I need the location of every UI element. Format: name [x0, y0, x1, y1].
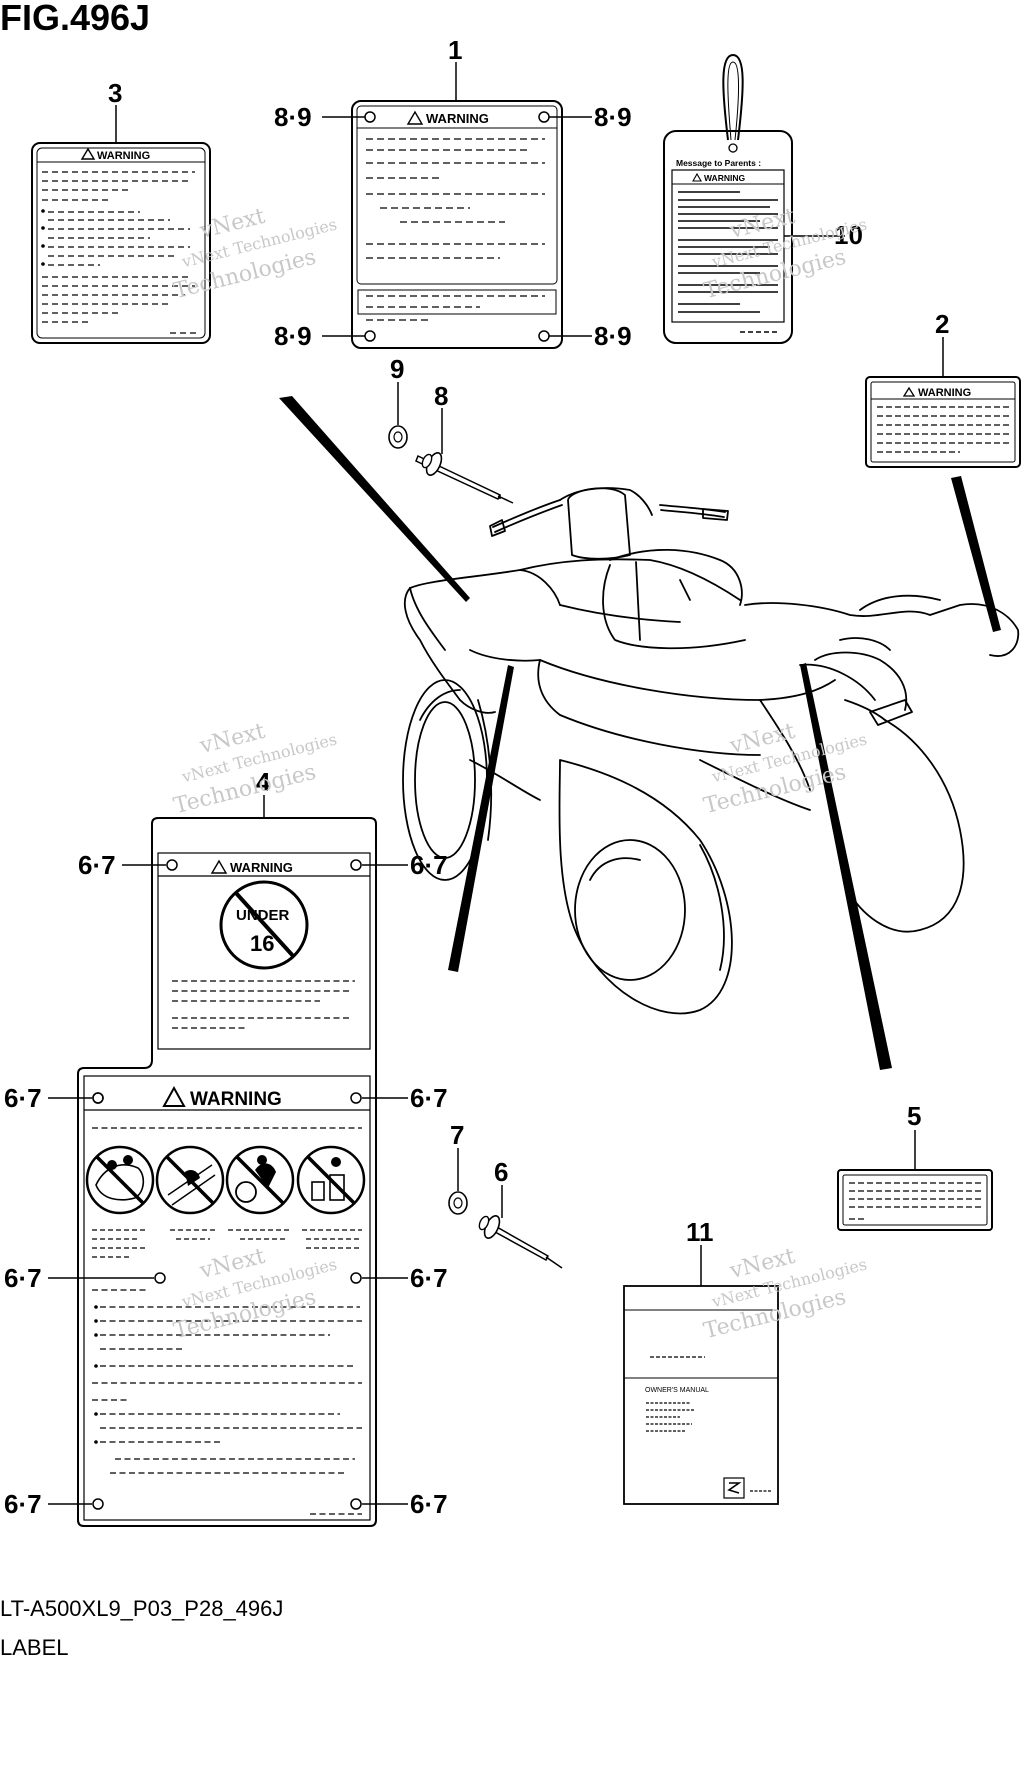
callout-5: 5 — [907, 1101, 921, 1131]
warning-triangle-icon — [692, 172, 702, 182]
callout-6-7-a: 6·7 — [78, 850, 116, 880]
leader-label-2-to-atv — [951, 476, 1001, 632]
callout-10: 10 — [834, 220, 863, 250]
owners-manual-text: OWNER'S MANUAL — [645, 1387, 709, 1394]
label-4-top-text-lines — [172, 980, 355, 1029]
callout-6-7-f: 6·7 — [410, 1263, 448, 1293]
washer-7 — [448, 1191, 468, 1215]
callout-9: 9 — [390, 354, 404, 384]
section-name: LABEL — [0, 1635, 69, 1660]
label-1-warning-panel: WARNING — [351, 100, 563, 349]
label-10-message-title: Message to Parents : — [676, 158, 761, 168]
no-underage-rider-icon — [296, 1145, 366, 1215]
label-4-main-text-lines — [92, 1289, 362, 1515]
callout-11: 11 — [686, 1217, 714, 1247]
atv-vehicle-sketch — [402, 487, 1020, 1015]
label-4-warning-text-top: WARNING — [230, 860, 293, 875]
leader-label-1-to-atv — [279, 396, 470, 602]
warning-triangle-icon — [406, 110, 424, 125]
age-text: 16 — [250, 931, 274, 956]
label-3-text-lines — [42, 171, 200, 334]
label-10-text-lines — [678, 191, 780, 333]
callout-6-7-d: 6·7 — [410, 1083, 448, 1113]
callout-8-9-tr: 8·9 — [594, 102, 632, 132]
label-5-text-lines — [849, 1182, 982, 1220]
callout-3: 3 — [108, 78, 122, 108]
label-4-warning-panel: WARNING UNDER 16 WARNING — [77, 817, 377, 1527]
no-passenger-icon — [85, 1145, 155, 1215]
label-4-warning-text-main: WARNING — [190, 1089, 282, 1110]
warning-triangle-icon — [902, 386, 916, 397]
brand-emblem-icon — [723, 1477, 745, 1499]
callout-8-9-tl: 8·9 — [274, 102, 312, 132]
watermark-4: vNext vNext Technologies Technologies — [701, 719, 869, 819]
label-1-text-lines — [366, 138, 545, 321]
callout-6-7-g: 6·7 — [4, 1489, 42, 1519]
warning-triangle-icon — [210, 859, 228, 874]
label-10-parents-tag: Message to Parents : WARNING — [663, 53, 793, 344]
callout-2: 2 — [935, 309, 949, 339]
watermark-3: vNext vNext Technologies Technologies — [171, 719, 339, 819]
label-1-warning-text: WARNING — [426, 111, 489, 126]
rivet-6 — [478, 1215, 563, 1269]
warning-triangle-icon — [80, 147, 96, 160]
rivet-8 — [415, 452, 514, 504]
callout-6-7-h: 6·7 — [410, 1489, 448, 1519]
callout-4: 4 — [256, 767, 271, 797]
leader-label-5-to-atv — [800, 663, 892, 1070]
watermark-5: vNext vNext Technologies Technologies — [171, 1244, 339, 1344]
callout-6-7-b: 6·7 — [410, 850, 448, 880]
under-text: UNDER — [236, 907, 290, 924]
callout-6-7-e: 6·7 — [4, 1263, 42, 1293]
no-underage-icon: UNDER 16 — [219, 880, 309, 970]
label-4-pictogram-captions — [92, 1229, 362, 1258]
model-code: LT-A500XL9_P03_P28_496J — [0, 1596, 283, 1621]
callout-8-9-br: 8·9 — [594, 321, 632, 351]
watermark-1: vNext vNext Technologies Technologies — [171, 204, 339, 304]
callout-6: 6 — [494, 1157, 508, 1187]
callout-8-9-bl: 8·9 — [274, 321, 312, 351]
callout-8: 8 — [434, 381, 448, 411]
no-paved-road-icon — [155, 1145, 225, 1215]
figure-title: FIG.496J — [0, 0, 150, 38]
callout-6-7-c: 6·7 — [4, 1083, 42, 1113]
label-3-warning-text: WARNING — [97, 150, 150, 162]
washer-9 — [388, 425, 408, 449]
label-3-warning-panel: WARNING — [31, 142, 211, 344]
label-10-warning-text: WARNING — [704, 173, 745, 183]
warning-triangle-icon — [162, 1085, 186, 1107]
label-5-panel — [837, 1169, 993, 1231]
callout-1: 1 — [448, 35, 462, 65]
leader-label-4-to-atv — [448, 665, 514, 972]
label-2-text-lines — [877, 406, 1010, 453]
no-drink-drive-icon — [225, 1145, 295, 1215]
label-2-warning-text: WARNING — [918, 387, 971, 399]
callout-7: 7 — [450, 1120, 464, 1150]
label-2-warning-panel: WARNING — [865, 376, 1021, 468]
